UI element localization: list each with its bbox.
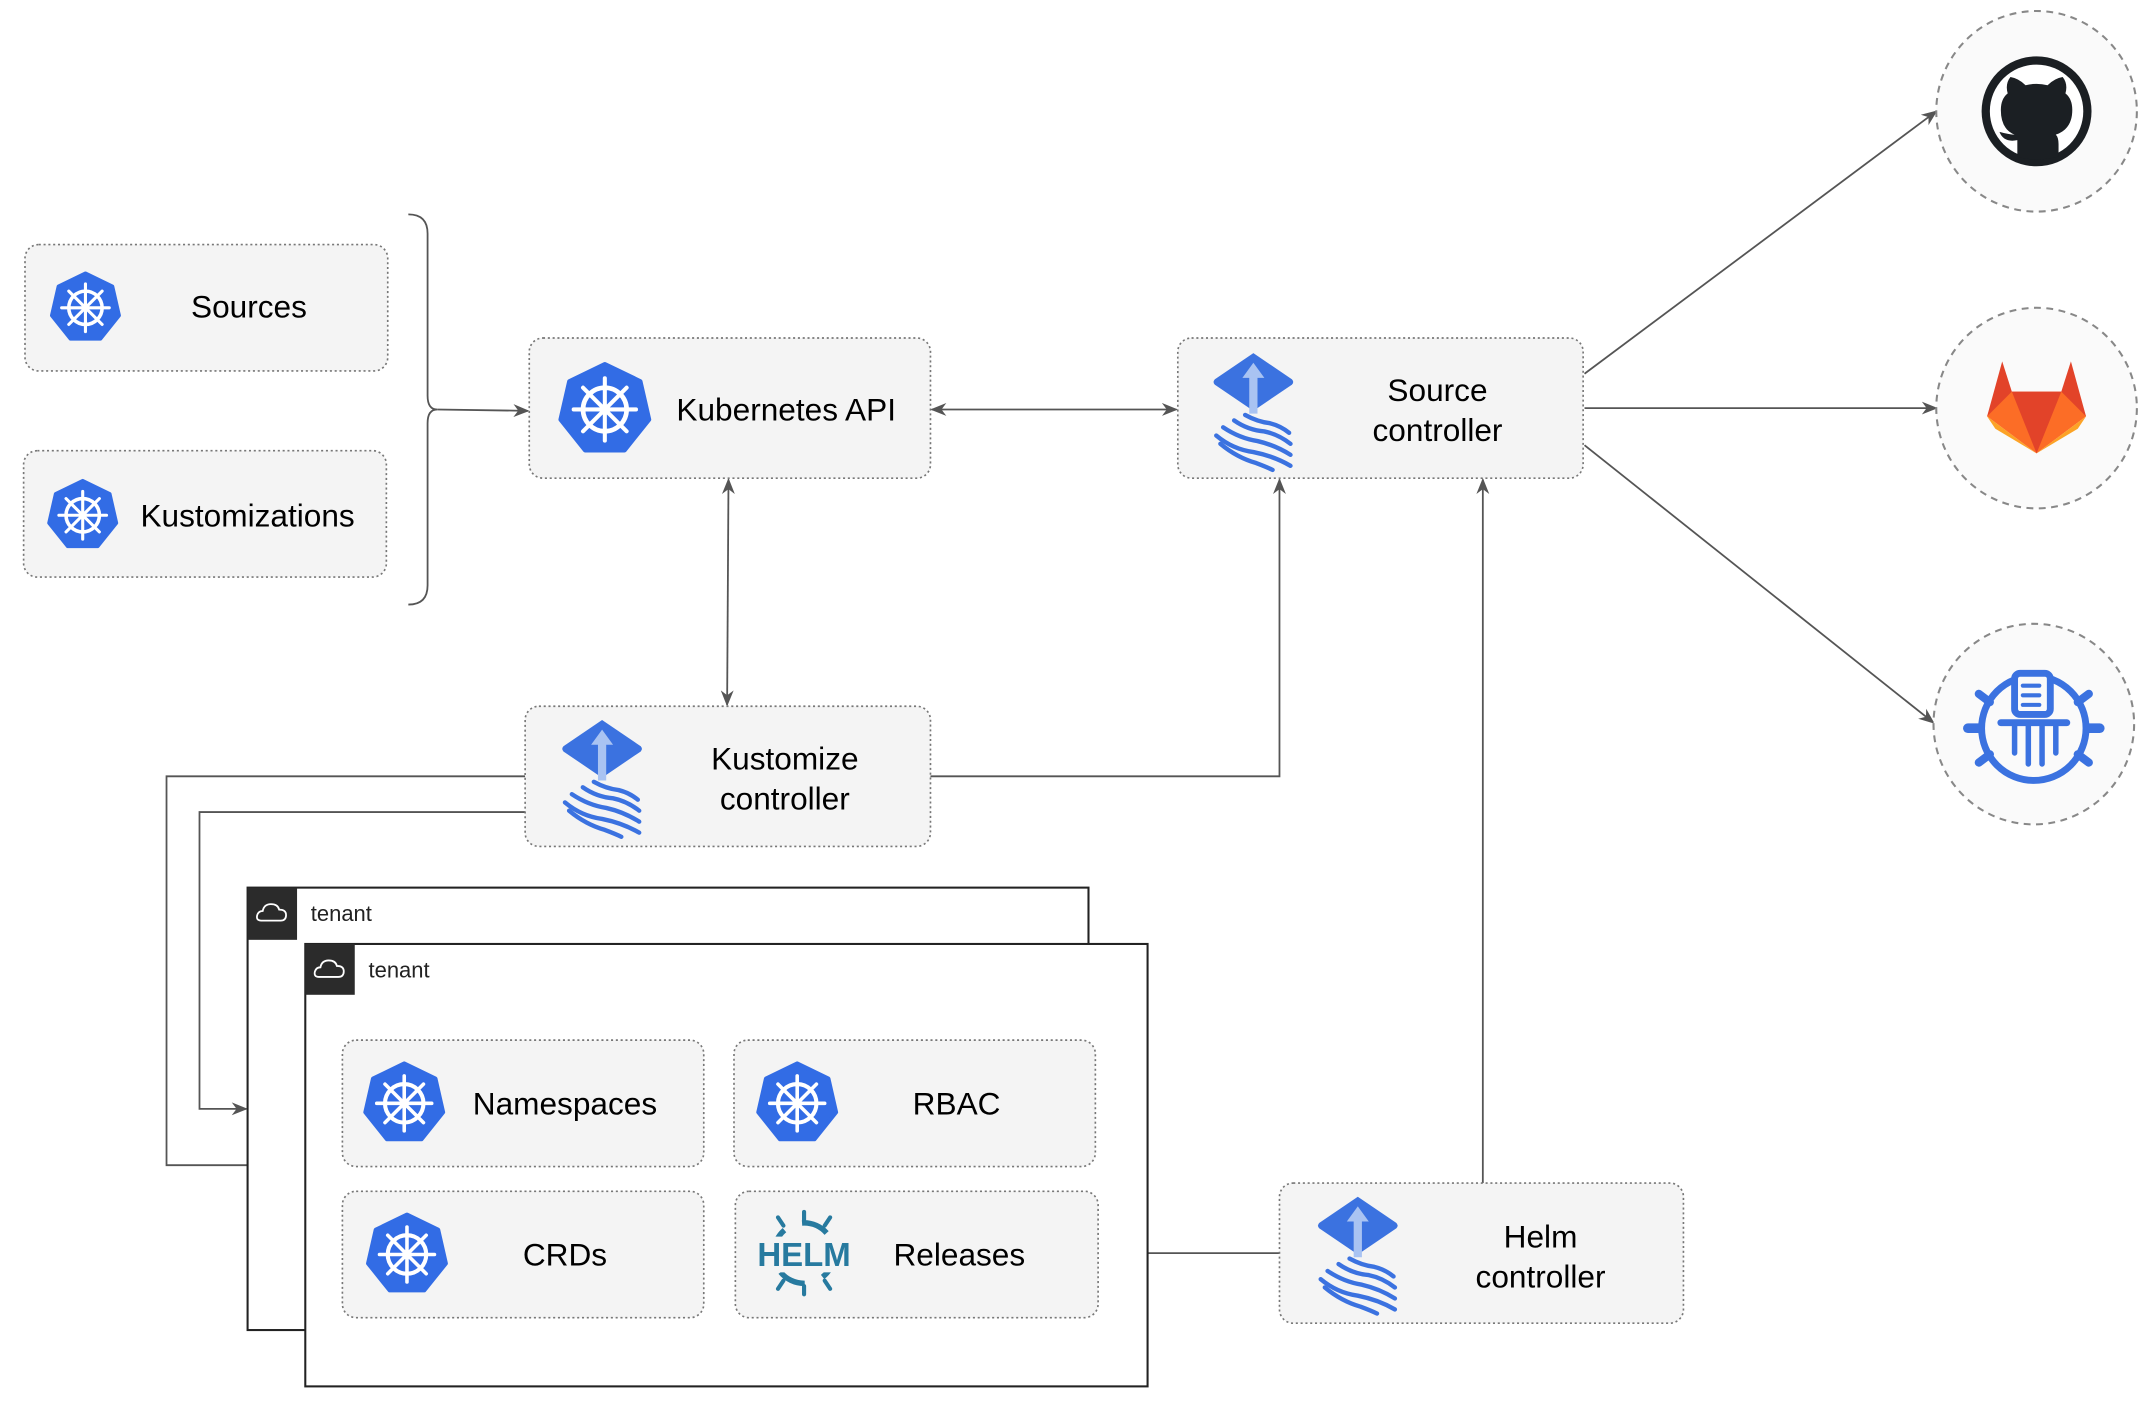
- edge-source-to-registry: [1583, 444, 1935, 724]
- helm-icon: HELM: [757, 1209, 851, 1297]
- kustomize-controller-label-line2: controller: [720, 780, 850, 816]
- edge-inputs-to-kubernetes-api: [437, 404, 530, 418]
- edge-kustomize-to-tenant-back: [198, 811, 526, 1116]
- kustomize-controller-node[interactable]: Kustomize controller: [524, 705, 932, 848]
- sources-label: Sources: [191, 288, 307, 324]
- github-icon: [1981, 56, 2092, 167]
- sources-node[interactable]: Sources: [24, 243, 389, 372]
- kubernetes-api-node[interactable]: Kubernetes API: [528, 337, 932, 479]
- crds-label: CRDs: [523, 1236, 607, 1272]
- helm-controller-label-line2: controller: [1476, 1258, 1606, 1294]
- edge-source-to-github: [1583, 110, 1938, 375]
- rbac-label: RBAC: [913, 1085, 1001, 1121]
- kubernetes-icon: [49, 271, 121, 341]
- svg-text:HELM: HELM: [757, 1236, 850, 1273]
- gitlab-icon: [1987, 361, 2087, 454]
- edge-kustomize-to-tenant-front: [165, 775, 526, 1172]
- edges: [165, 110, 1938, 1260]
- brace: [408, 213, 438, 606]
- github-source[interactable]: [1935, 9, 2138, 213]
- tenant-label: tenant: [311, 901, 372, 926]
- releases-node[interactable]: HELM Releases: [734, 1190, 1099, 1319]
- kubernetes-icon: [47, 478, 119, 549]
- crds-node[interactable]: CRDs: [341, 1190, 705, 1319]
- helm-controller-node[interactable]: Helm controller: [1278, 1182, 1685, 1325]
- kubernetes-icon: [561, 364, 649, 450]
- edge-kustomize-to-source-controller: [930, 477, 1286, 778]
- source-controller-label-line2: controller: [1373, 412, 1503, 448]
- rbac-node[interactable]: RBAC: [733, 1039, 1097, 1168]
- namespaces-label: Namespaces: [473, 1085, 657, 1121]
- edge-kubernetes-api-kustomize-controller: [720, 477, 735, 707]
- kubernetes-api-label: Kubernetes API: [676, 391, 896, 427]
- kubernetes-icon: [368, 1215, 446, 1291]
- source-controller-label-line1: Source: [1387, 372, 1487, 408]
- kustomizations-node[interactable]: Kustomizations: [22, 449, 388, 578]
- tenant-label: tenant: [369, 958, 430, 983]
- kubernetes-icon: [365, 1063, 443, 1139]
- kustomize-controller-label-line1: Kustomize: [711, 740, 858, 776]
- harbor-registry-icon: [1963, 669, 2105, 784]
- source-controller-node[interactable]: Source controller: [1176, 337, 1584, 479]
- kubernetes-icon: [758, 1063, 836, 1139]
- registry-source[interactable]: [1932, 622, 2136, 826]
- gitlab-source[interactable]: [1935, 306, 2138, 510]
- helm-controller-label-line1: Helm: [1504, 1219, 1578, 1255]
- namespaces-node[interactable]: Namespaces: [341, 1039, 705, 1168]
- releases-label: Releases: [893, 1236, 1025, 1272]
- kustomizations-label: Kustomizations: [140, 497, 354, 533]
